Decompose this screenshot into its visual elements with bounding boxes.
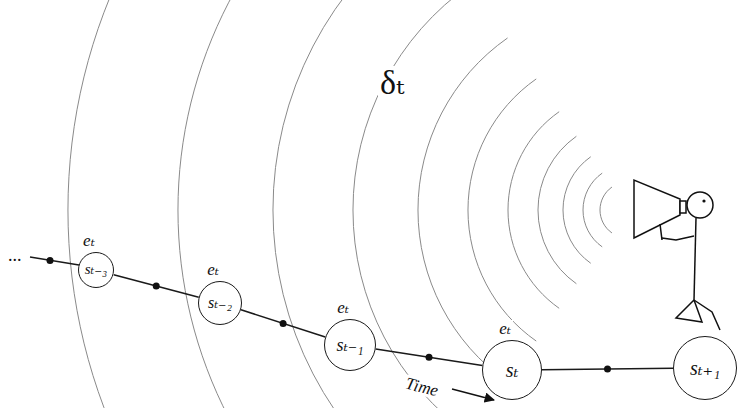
timeline-segment — [376, 349, 483, 365]
figure-leg — [694, 300, 720, 330]
wave-arc — [563, 157, 591, 264]
state-circle: eₜsₜ₋₁ — [324, 319, 376, 371]
state-label: sₜ — [506, 360, 519, 380]
state-circle: eₜsₜ₋₃ — [78, 252, 115, 289]
trace-label: eₜ — [205, 261, 221, 278]
trace-label: eₜ — [497, 320, 513, 337]
wave-arc — [468, 79, 536, 341]
state-label: sₜ₊₁ — [690, 358, 720, 378]
action-dot — [426, 354, 433, 361]
megaphone — [634, 180, 680, 238]
action-dot — [280, 320, 287, 327]
wave-arc — [538, 136, 576, 283]
wave-arc — [600, 187, 612, 233]
action-dot — [604, 366, 611, 373]
state-label: sₜ₋₂ — [208, 295, 232, 311]
wave-arc — [508, 112, 559, 309]
figure-head — [687, 192, 713, 218]
state-label: sₜ₋₃ — [85, 262, 108, 277]
figure-eye — [702, 199, 705, 202]
megaphone-mouthpiece — [680, 201, 686, 213]
trace-label: eₜ — [81, 232, 97, 249]
megaphone-figure — [634, 180, 720, 330]
wave-arc — [418, 38, 508, 382]
figure-body — [694, 218, 696, 300]
trace-label: eₜ — [335, 299, 351, 316]
figure-arm — [662, 236, 694, 240]
td-error-symbol: δₜ — [378, 66, 406, 100]
state-label: sₜ₋₁ — [336, 336, 363, 354]
wave-arc — [583, 173, 602, 247]
timeline-lead — [30, 257, 79, 265]
continuation-dots: ... — [6, 246, 24, 264]
state-circle: eₜsₜ₋₂ — [198, 281, 242, 325]
state-circle: eₜsₜ — [482, 340, 542, 400]
wave-arc — [68, 0, 307, 408]
state-circle: sₜ₊₁ — [673, 336, 737, 400]
wave-arc — [178, 0, 370, 408]
action-dot — [47, 257, 54, 264]
time-label: Time — [402, 374, 442, 399]
timeline-segment — [114, 275, 199, 298]
timeline-segment — [241, 310, 325, 337]
action-dot — [153, 283, 160, 290]
wave-arc — [273, 0, 424, 408]
time-arrow — [452, 389, 494, 400]
megaphone-handle — [660, 224, 662, 240]
